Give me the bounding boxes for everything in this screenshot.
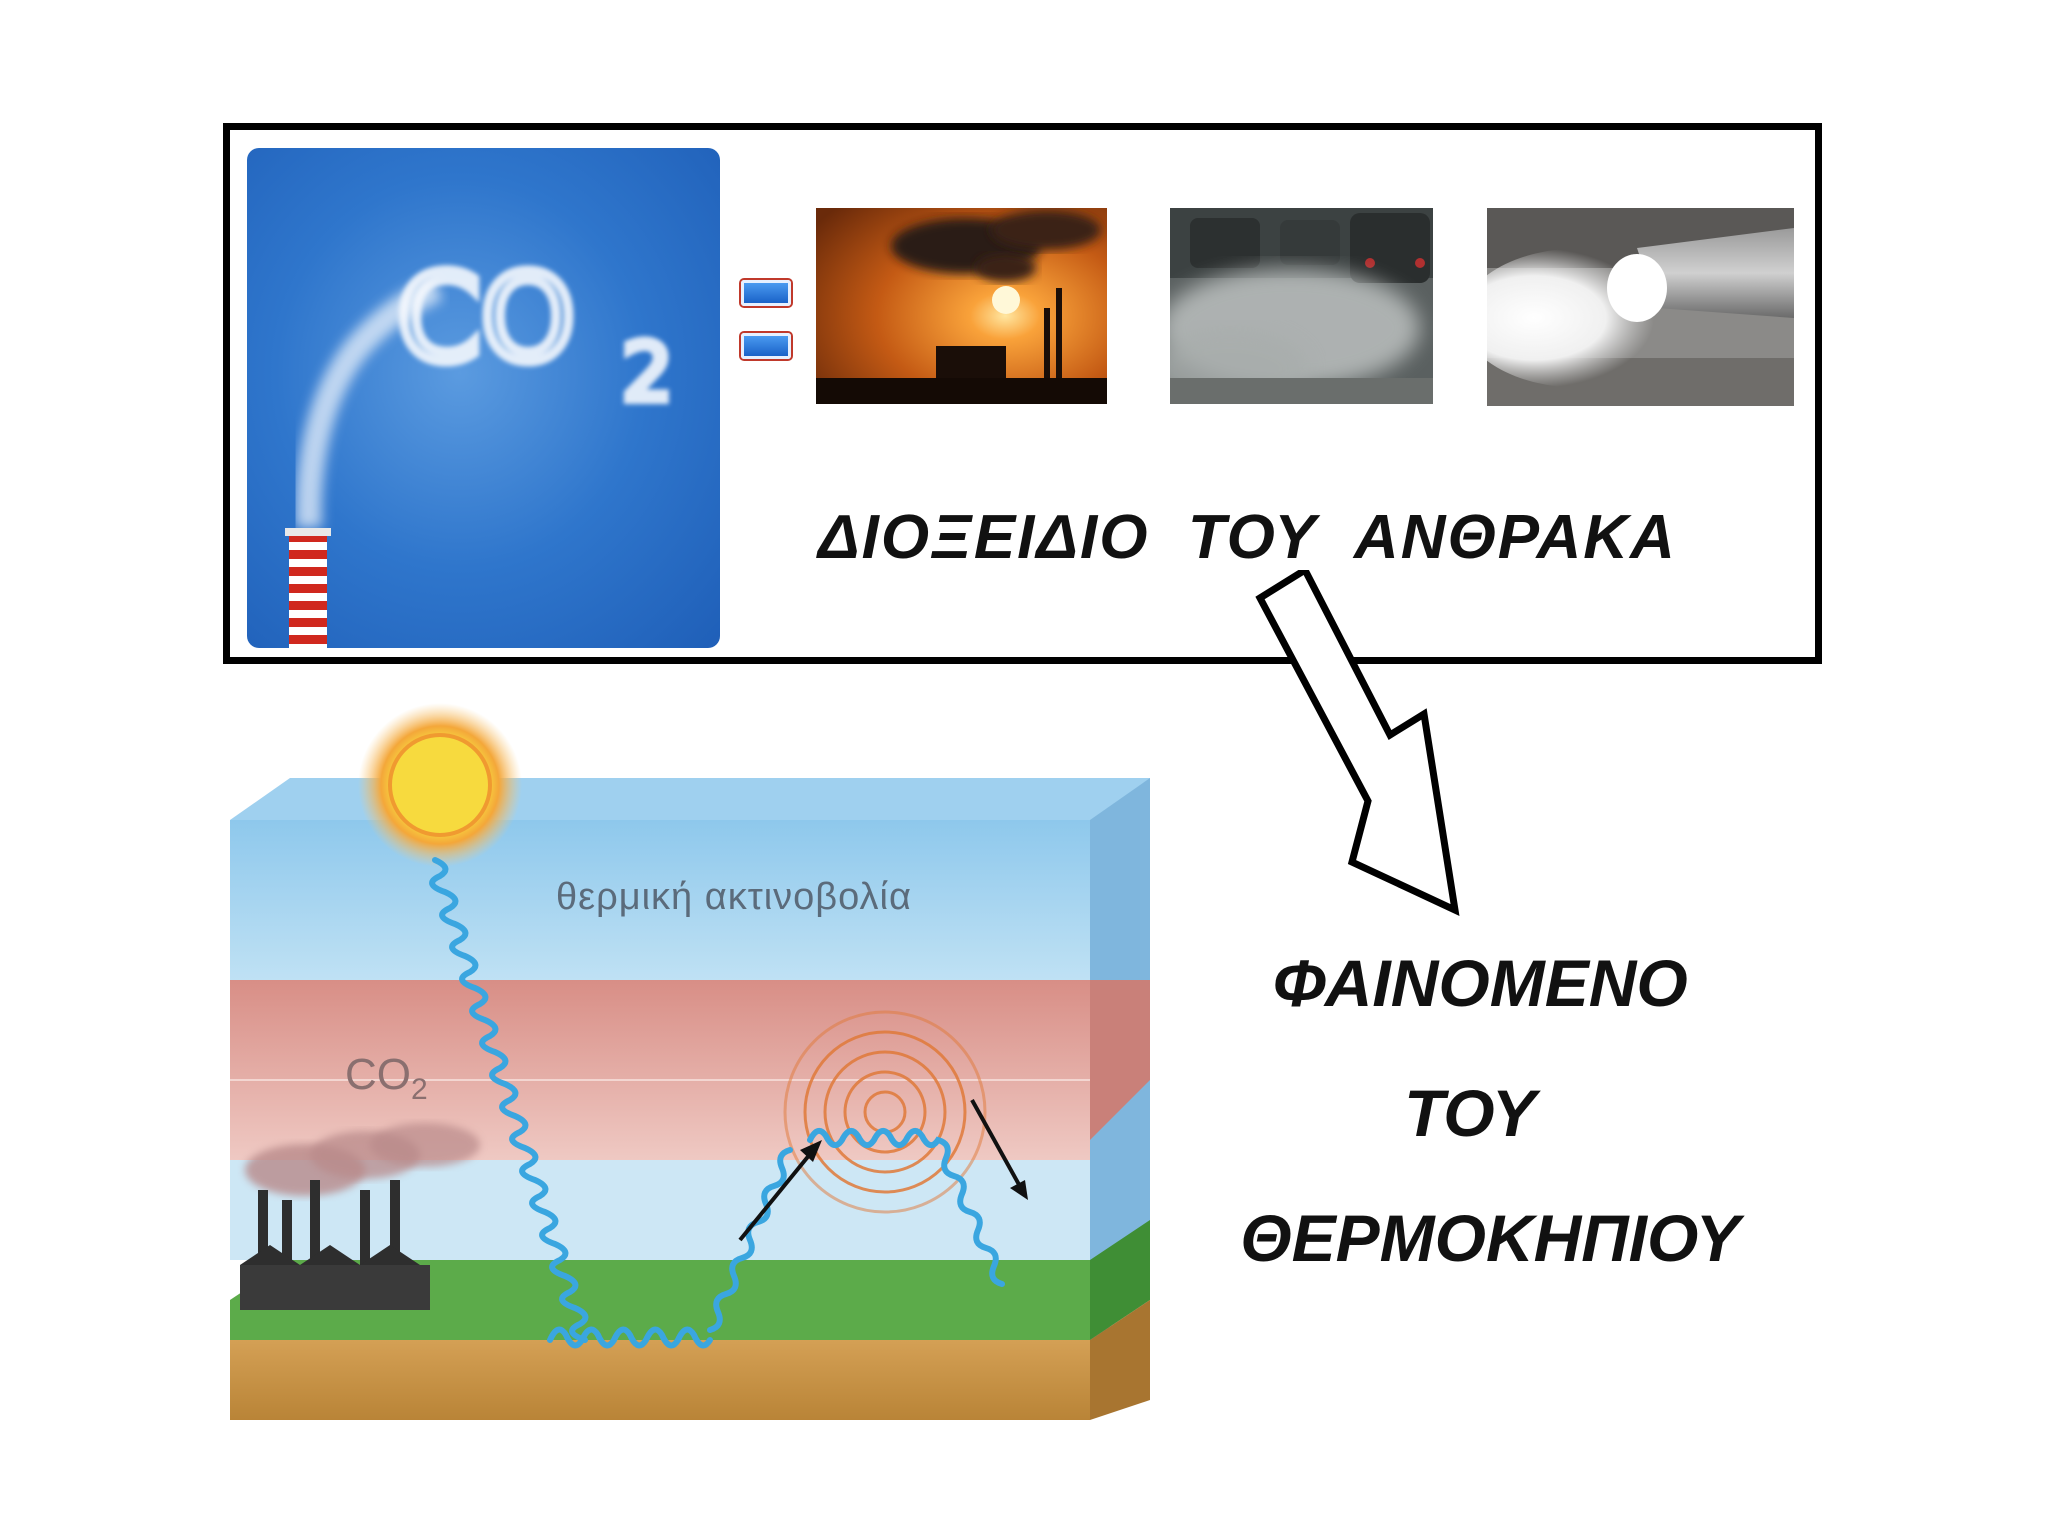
sun-icon bbox=[358, 703, 522, 867]
arrow-up-icon bbox=[738, 1140, 822, 1242]
co2-cloud-text: CO bbox=[397, 250, 575, 389]
co2-cloud-subscript: 2 bbox=[622, 326, 673, 419]
radiation-wave-up bbox=[707, 1147, 793, 1333]
radiation-wave-reflect bbox=[807, 1127, 1005, 1287]
thermal-radiation-label: θερμική ακτινοβολία bbox=[556, 876, 912, 918]
equals-icon-top bbox=[741, 280, 791, 306]
phenomenon-line-2: ΤΟΥ bbox=[1404, 1076, 1536, 1150]
phenomenon-line-1: ΦΑΙΝΟΜΕΝΟ bbox=[1272, 946, 1688, 1020]
factory-icon bbox=[240, 1123, 480, 1310]
hollow-arrow-icon bbox=[1255, 570, 1460, 916]
arrow-down-icon bbox=[970, 1099, 1028, 1200]
radiation-wave bbox=[429, 857, 589, 1343]
greenhouse-diagram bbox=[210, 700, 1160, 1430]
phenomenon-line-3: ΘΕΡΜΟΚΗΠΙΟΥ bbox=[1240, 1201, 1740, 1275]
reradiation-circles bbox=[783, 1010, 987, 1214]
co2-layer-label: CO2 bbox=[345, 1050, 428, 1106]
factory-sunset-photo bbox=[816, 208, 1107, 404]
carbon-dioxide-heading: ΔΙΟΞΕΙΔΙΟ ΤΟΥ ΑΝΘΡΑΚΑ bbox=[818, 503, 1677, 572]
traffic-exhaust-photo bbox=[1170, 208, 1433, 404]
chimney-icon bbox=[285, 528, 331, 648]
equals-icon-bottom bbox=[741, 333, 791, 359]
co2-sky-image: CO 2 bbox=[247, 148, 720, 648]
radiation-wave-ground bbox=[547, 1326, 713, 1349]
exhaust-pipe-photo bbox=[1487, 208, 1794, 406]
